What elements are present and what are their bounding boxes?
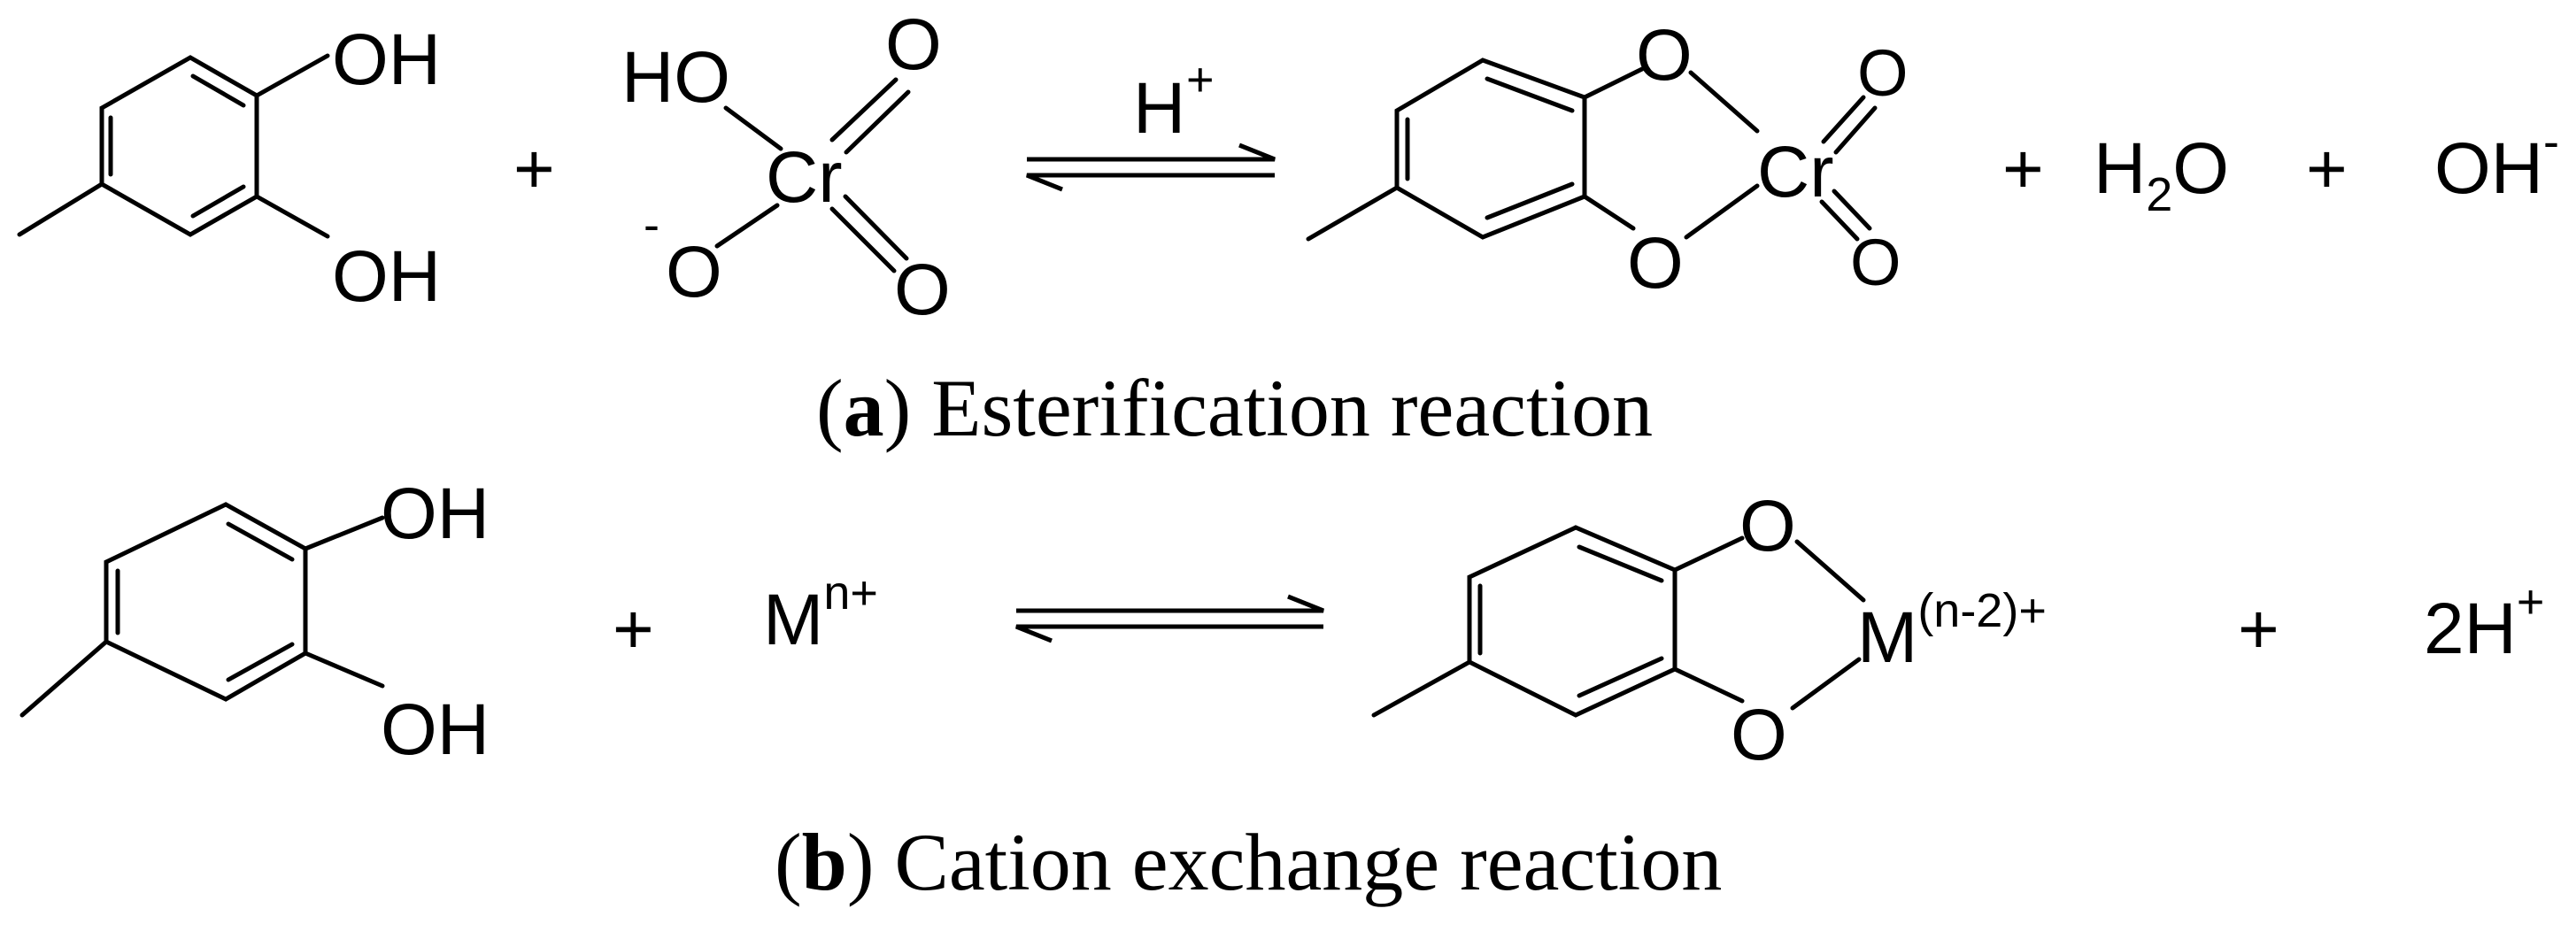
oh-bottom-label: OH <box>332 236 441 317</box>
oh-bonds <box>303 515 385 689</box>
ring-double-bonds <box>115 521 295 682</box>
o-bottom-label: O <box>1731 695 1787 775</box>
ring-double-bonds <box>1477 544 1664 698</box>
ring-o-bonds <box>1582 66 1645 231</box>
o-top-label: O <box>1636 15 1693 96</box>
cr-o-minus-bond <box>714 203 780 249</box>
methyl-bond <box>1371 659 1472 718</box>
plus-sign: + <box>2238 589 2279 668</box>
o-m-bonds <box>1790 539 1866 711</box>
forward-arrow <box>1016 594 1324 613</box>
reaction-a: OH OH + HO O Cr - O O H + <box>17 4 2559 453</box>
cr-o-double-bottom <box>829 194 909 273</box>
methyl-bond <box>1306 185 1400 242</box>
reverse-arrow <box>1015 624 1323 643</box>
o-double-bottom-label: O <box>894 250 951 330</box>
catalyst-charge: + <box>1186 53 1215 106</box>
ring-o-bonds <box>1672 535 1745 704</box>
ring-double-bonds <box>1405 76 1575 220</box>
o-minus-label: O <box>666 232 722 312</box>
caption-a: (a) Esterification reaction <box>816 363 1653 453</box>
reaction-b: OH OH + Mn+ O O M(n-2)+ + 2H+ (b) Cation… <box>19 474 2544 907</box>
protons: 2H+ <box>2424 575 2544 669</box>
oh-bonds <box>254 53 330 239</box>
cr-ho-bond <box>723 105 783 151</box>
ring-bonds <box>1394 58 1587 240</box>
o-top-label: O <box>1739 486 1796 566</box>
catechol-a: OH OH <box>17 19 441 317</box>
plus-sign: + <box>2002 129 2044 208</box>
caption-b: (b) Cation exchange reaction <box>775 817 1722 907</box>
ho-label: HO <box>621 37 730 118</box>
cr-label: Cr <box>1757 132 1834 212</box>
metal-complex: O O M(n-2)+ <box>1371 486 2047 775</box>
equilibrium-arrow-b <box>1015 594 1324 643</box>
oh-bottom-label: OH <box>381 689 490 770</box>
plus-sign: + <box>613 589 654 668</box>
ring-double-bonds <box>108 73 246 219</box>
o-double-top-label: O <box>885 4 942 85</box>
cr-o-double-top <box>1821 95 1878 155</box>
o-double-bottom-label: O <box>1850 226 1901 299</box>
metal-ion: Mn+ <box>763 566 878 660</box>
o-bottom-label: O <box>1627 223 1684 304</box>
reverse-arrow <box>1026 173 1275 192</box>
o-cr-bonds <box>1684 70 1760 240</box>
catalyst-label: H <box>1133 68 1185 149</box>
ring-bonds <box>104 502 308 702</box>
oh-top-label: OH <box>381 474 490 554</box>
ring-bonds <box>99 55 259 237</box>
methyl-bond <box>19 639 109 718</box>
cr-o-double-top <box>829 77 911 155</box>
methyl-bond <box>17 181 104 237</box>
o-double-top-label: O <box>1857 36 1909 110</box>
plus-sign: + <box>2306 129 2348 208</box>
forward-arrow <box>1027 142 1276 162</box>
oh-top-label: OH <box>332 19 441 100</box>
ring-bonds <box>1467 525 1677 718</box>
metal-complex-center: M(n-2)+ <box>1857 584 2047 678</box>
water: H2O <box>2094 128 2229 221</box>
hydroxide: OH- <box>2434 115 2559 209</box>
chromate-ester: O O Cr O O <box>1306 15 1909 304</box>
equilibrium-arrow-a: H + <box>1026 53 1276 192</box>
plus-sign: + <box>513 129 555 208</box>
o-minus-charge: - <box>644 198 659 251</box>
cr-o-double-bottom <box>1819 189 1872 242</box>
catechol-b: OH OH <box>19 474 490 770</box>
chromate-ion: HO O Cr - O O <box>621 4 951 330</box>
